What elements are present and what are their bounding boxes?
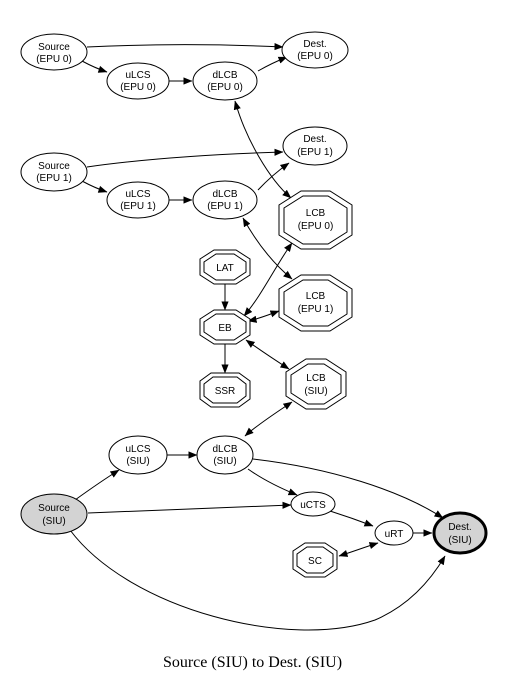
edge-dlcb-epu1-dest-epu1 bbox=[257, 162, 290, 191]
edge-eb-lcb-siu bbox=[245, 339, 290, 370]
node-dlcb-epu1-line1: dLCB bbox=[212, 189, 237, 200]
edge-eb-lcb-epu1 bbox=[247, 310, 280, 323]
edge-sc-urt bbox=[338, 542, 379, 557]
node-ucts-label: uCTS bbox=[300, 500, 326, 511]
node-lcb-siu-line2: (SIU) bbox=[304, 386, 327, 397]
node-dlcb-epu0-line1: dLCB bbox=[212, 70, 237, 81]
edge-source-epu1-ulcs-epu1 bbox=[81, 180, 108, 193]
node-lcb-siu-line1: LCB bbox=[306, 373, 326, 384]
node-dest-siu-line1: Dest. bbox=[448, 522, 471, 533]
node-source-siu-line1: Source bbox=[38, 503, 70, 514]
node-dest-siu-line2: (SIU) bbox=[448, 535, 471, 546]
node-ulcs-epu0-line2: (EPU 0) bbox=[120, 82, 156, 93]
node-ulcs-epu0[interactable]: uLCS (EPU 0) bbox=[106, 62, 170, 100]
edge-ucts-urt bbox=[329, 510, 374, 527]
edge-source-epu0-ulcs-epu0 bbox=[81, 60, 108, 73]
node-dest-epu0-line1: Dest. bbox=[303, 39, 326, 50]
node-sc-label: SC bbox=[308, 556, 322, 567]
node-ulcs-epu1-line1: uLCS bbox=[125, 189, 150, 200]
node-dlcb-epu1-line2: (EPU 1) bbox=[207, 201, 243, 212]
edge-dlcb-siu-dest-siu bbox=[252, 458, 444, 519]
node-dest-epu0-line2: (EPU 0) bbox=[297, 51, 333, 62]
node-dest-siu[interactable]: Dest. (SIU) bbox=[432, 511, 488, 555]
node-lcb-siu[interactable]: LCB (SIU) bbox=[285, 358, 347, 410]
node-dlcb-siu[interactable]: dLCB (SIU) bbox=[196, 435, 254, 475]
node-dest-epu0[interactable]: Dest. (EPU 0) bbox=[281, 31, 349, 69]
node-ulcs-epu1[interactable]: uLCS (EPU 1) bbox=[106, 181, 170, 219]
node-ulcs-epu1-line2: (EPU 1) bbox=[120, 201, 156, 212]
edge-source-epu1-dest-epu1 bbox=[86, 148, 284, 168]
node-eb-label: EB bbox=[218, 323, 232, 334]
edge-dlcb-epu0-dest-epu0 bbox=[257, 56, 288, 72]
node-source-epu1-line2: (EPU 1) bbox=[36, 173, 72, 184]
node-ulcs-siu[interactable]: uLCS (SIU) bbox=[108, 435, 168, 475]
edges bbox=[69, 42, 446, 631]
edge-dlcb-siu-lcb-siu bbox=[244, 401, 293, 437]
edge-source-siu-ucts bbox=[87, 501, 292, 514]
node-dlcb-epu0-line2: (EPU 0) bbox=[207, 82, 243, 93]
node-source-epu1-line1: Source bbox=[38, 161, 70, 172]
diagram-caption: Source (SIU) to Dest. (SIU) bbox=[162, 654, 343, 671]
edge-source-epu0-dest-epu0 bbox=[86, 42, 284, 51]
node-dlcb-epu0[interactable]: dLCB (EPU 0) bbox=[192, 61, 258, 101]
node-ssr-label: SSR bbox=[215, 386, 236, 397]
node-ulcs-siu-line2: (SIU) bbox=[126, 456, 149, 467]
node-sc[interactable]: SC bbox=[292, 542, 338, 578]
node-lat-label: LAT bbox=[216, 263, 234, 274]
node-dlcb-epu1[interactable]: dLCB (EPU 1) bbox=[192, 180, 258, 220]
node-lat[interactable]: LAT bbox=[199, 249, 251, 285]
node-source-epu0[interactable]: Source (EPU 0) bbox=[20, 33, 88, 71]
nodes: Source (EPU 0) Dest. (EPU 0) uLCS (EPU 0… bbox=[20, 31, 488, 578]
edge-dlcb-siu-ucts bbox=[247, 468, 298, 496]
node-source-epu1[interactable]: Source (EPU 1) bbox=[20, 152, 88, 192]
node-dest-epu1-line1: Dest. bbox=[303, 134, 326, 145]
edge-eb-lcb-epu0 bbox=[243, 242, 293, 317]
node-lcb-epu0[interactable]: LCB (EPU 0) bbox=[278, 190, 353, 250]
node-dlcb-siu-line2: (SIU) bbox=[213, 456, 236, 467]
node-source-epu0-line2: (EPU 0) bbox=[36, 54, 72, 65]
node-source-siu-line2: (SIU) bbox=[42, 516, 65, 527]
edge-source-siu-dest-siu bbox=[69, 529, 446, 631]
node-eb[interactable]: EB bbox=[199, 309, 251, 345]
node-lcb-epu1-line2: (EPU 1) bbox=[298, 304, 334, 315]
node-ulcs-epu0-line1: uLCS bbox=[125, 70, 150, 81]
node-source-siu[interactable]: Source (SIU) bbox=[20, 493, 88, 535]
node-lcb-epu0-line1: LCB bbox=[306, 208, 326, 219]
node-dlcb-siu-line1: dLCB bbox=[212, 444, 237, 455]
node-urt[interactable]: uRT bbox=[374, 520, 414, 546]
node-lcb-epu1-line1: LCB bbox=[306, 291, 326, 302]
node-lcb-epu1[interactable]: LCB (EPU 1) bbox=[278, 274, 353, 332]
node-ulcs-siu-line1: uLCS bbox=[125, 444, 150, 455]
node-ucts[interactable]: uCTS bbox=[290, 491, 336, 517]
node-lcb-epu0-line2: (EPU 0) bbox=[298, 221, 334, 232]
node-dest-epu1-line2: (EPU 1) bbox=[297, 147, 333, 158]
node-dest-epu1[interactable]: Dest. (EPU 1) bbox=[282, 126, 348, 166]
edge-source-siu-ulcs-siu bbox=[74, 469, 120, 501]
node-source-epu0-line1: Source bbox=[38, 42, 70, 53]
node-urt-label: uRT bbox=[385, 529, 404, 540]
edge-dlcb-epu0-lcb-epu0 bbox=[233, 100, 292, 199]
node-ssr[interactable]: SSR bbox=[199, 372, 251, 408]
